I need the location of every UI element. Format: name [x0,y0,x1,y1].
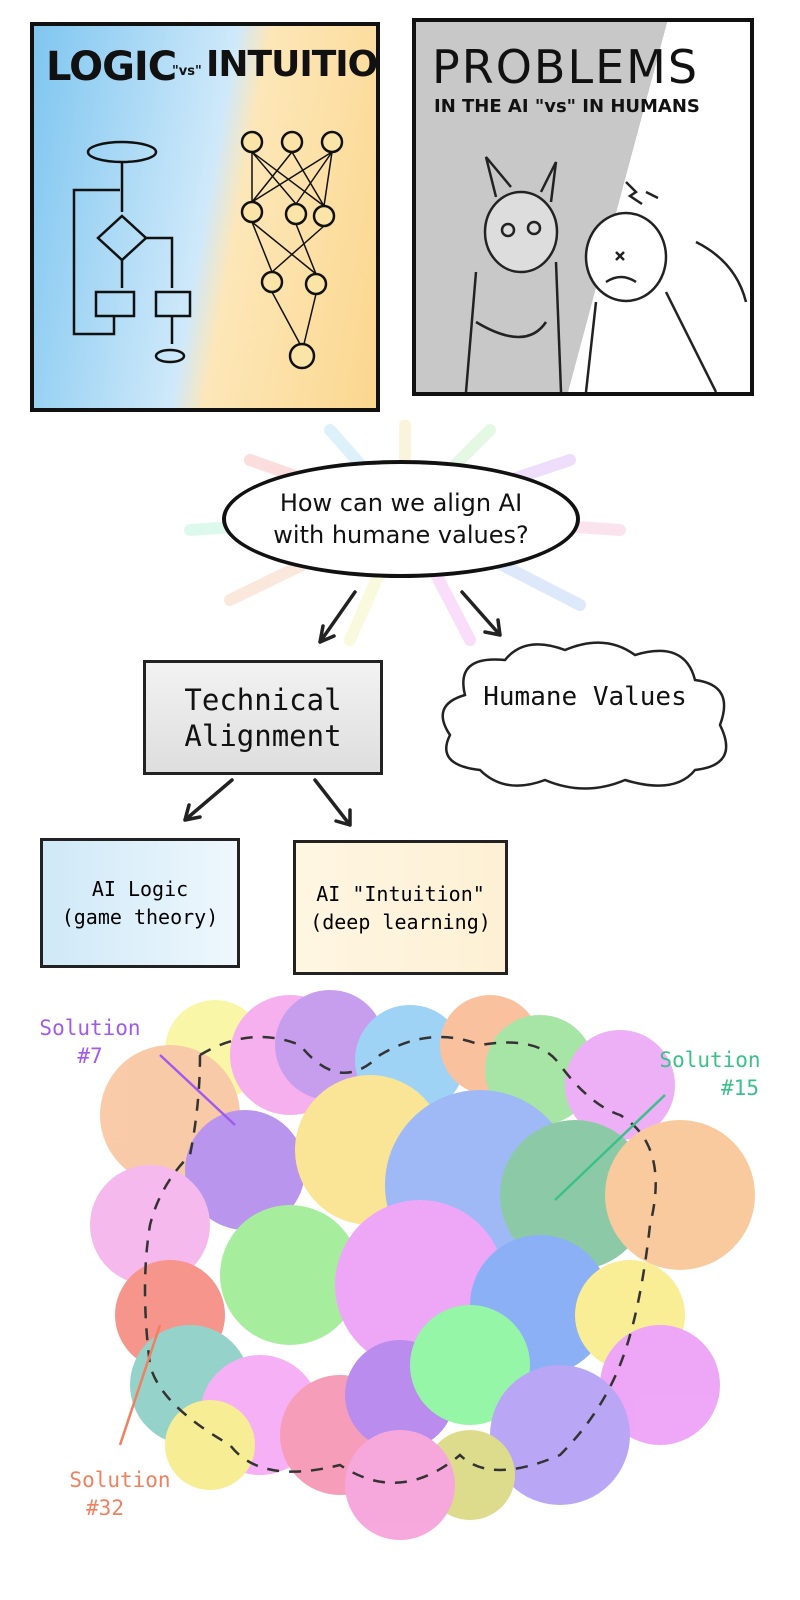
question-text: How can we align AI with humane values? [273,489,529,549]
solution-32-pointer [118,1324,162,1446]
problems-subtitle: IN THE AI "vs" IN HUMANS [434,96,700,117]
humane-values-text: Humane Values [483,682,687,712]
solution-7-line2: #7 [77,1044,103,1068]
solution-15-pointer [554,1094,666,1201]
solution-space-blobs [90,990,755,1540]
solution-15-label: Solution #15 [650,1046,770,1102]
ai-intuition-subtitle: (deep learning) [310,909,491,934]
vs-label: "vs" [172,64,202,79]
solution-32-label: Solution #32 [60,1466,180,1522]
logic-title: LOGIC [46,44,177,90]
arrow-to-technical-icon [318,590,357,644]
arrows [183,590,502,827]
ai-logic-title: AI Logic [91,877,189,901]
arrow-to-logic-icon [183,778,234,822]
technical-alignment-box: Technical Alignment [143,660,383,775]
flowchart-and-neural-net-drawing [72,130,344,370]
arrow-to-humane-icon [460,590,502,637]
solution-15-line1: Solution [659,1048,761,1072]
ai-intuition-box: AI "Intuition" (deep learning) [293,840,508,975]
question-bubble: How can we align AI with humane values? [222,460,580,578]
robot-and-human-characters-drawing [464,156,748,392]
solution-7-line1: Solution [39,1016,141,1040]
cloud-shape [441,641,728,790]
technical-alignment-text: Technical Alignment [184,682,342,753]
arrow-to-intuition-icon [313,778,352,827]
intuition-title: INTUITION [206,44,378,85]
ai-logic-subtitle: (game theory) [61,905,219,929]
logic-vs-intuition-panel: LOGIC "vs" INTUITION [30,22,380,412]
solution-15-line2: #15 [721,1076,759,1100]
problems-panel: PROBLEMS IN THE AI "vs" IN HUMANS [412,18,754,396]
solution-32-line1: Solution [69,1468,171,1492]
solution-32-line2: #32 [86,1496,124,1520]
problems-title: PROBLEMS [432,40,700,94]
ai-intuition-title: AI "Intuition" [316,881,485,906]
solution-7-label: Solution #7 [30,1014,150,1070]
ai-logic-box: AI Logic (game theory) [40,838,240,968]
solution-7-pointer [159,1054,236,1126]
